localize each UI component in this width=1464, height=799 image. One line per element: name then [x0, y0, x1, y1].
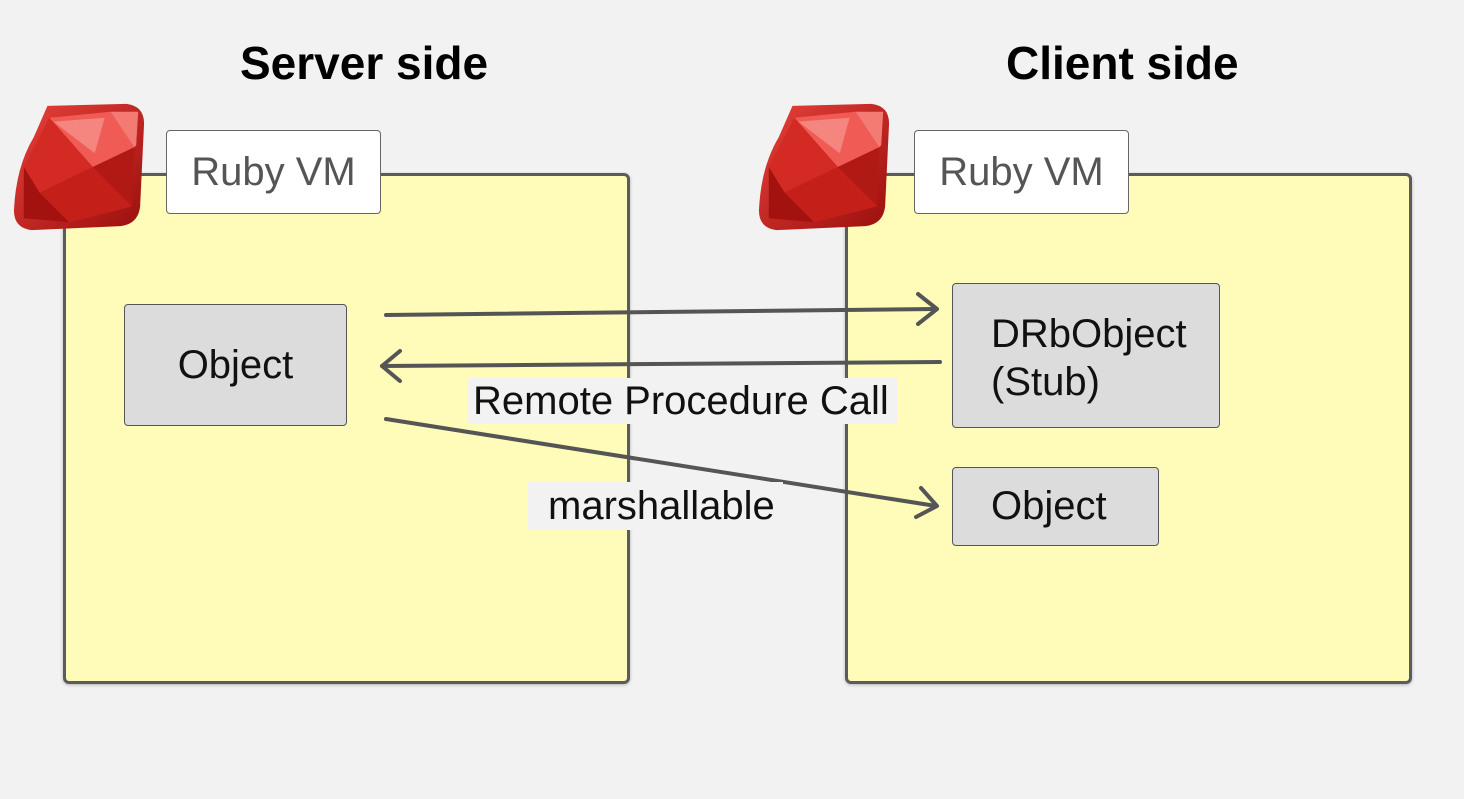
server-ruby-vm-label: Ruby VM — [166, 130, 381, 214]
server-side-title: Server side — [240, 37, 489, 89]
client-side-title: Client side — [1006, 37, 1239, 89]
client-object-label: Object — [991, 484, 1107, 528]
server-ruby-vm-box — [63, 173, 630, 684]
rpc-edge-label: Remote Procedure Call — [468, 378, 897, 424]
server-object-label: Object — [177, 342, 294, 387]
drb-object-sublabel: (Stub) — [991, 360, 1100, 404]
marshallable-edge-label: marshallable — [528, 482, 783, 530]
server-object-node: Object — [124, 304, 347, 426]
client-object-node: Object — [952, 467, 1159, 546]
client-ruby-vm-box — [845, 173, 1412, 684]
drb-object-label: DRbObject — [991, 312, 1187, 356]
client-ruby-vm-label: Ruby VM — [914, 130, 1129, 214]
ruby-logo-icon — [13, 103, 145, 231]
ruby-logo-icon — [758, 103, 890, 231]
drb-object-stub-node: DRbObject (Stub) — [952, 283, 1220, 428]
